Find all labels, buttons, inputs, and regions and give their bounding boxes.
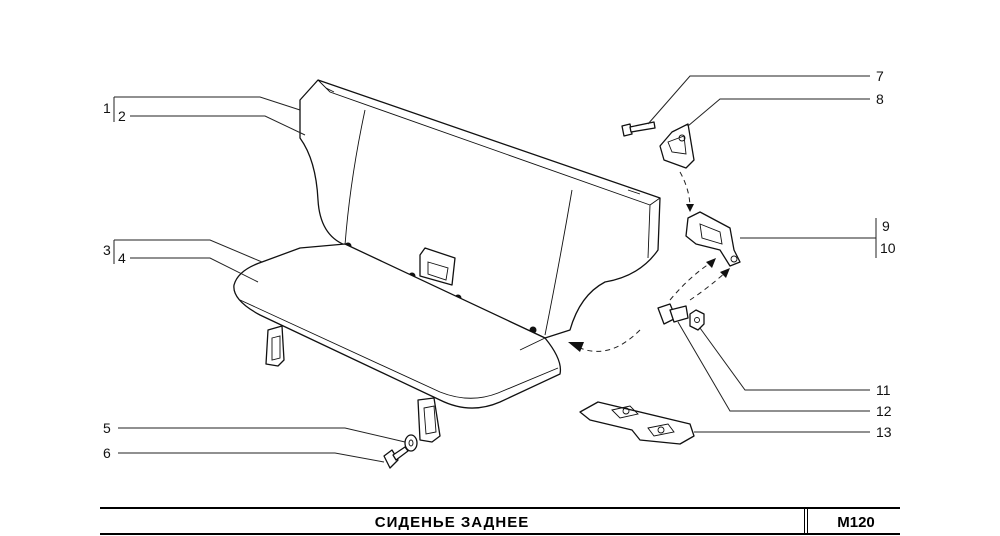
callout-13: 13 — [876, 424, 892, 440]
callout-labels: 1 2 3 4 5 6 7 8 9 10 11 12 13 — [103, 68, 896, 461]
callout-5: 5 — [103, 420, 111, 436]
hinge-bolt — [657, 303, 689, 325]
callout-7: 7 — [876, 68, 884, 84]
callout-6: 6 — [103, 445, 111, 461]
callout-11: 11 — [876, 382, 891, 398]
bottom-rule — [100, 533, 900, 535]
callout-4: 4 — [118, 250, 126, 266]
callout-9: 9 — [882, 218, 890, 234]
drawing-title: СИДЕНЬЕ ЗАДНЕЕ — [100, 509, 808, 535]
mounting-plate — [579, 401, 695, 445]
callout-1: 1 — [103, 100, 111, 116]
assembly-arrows — [568, 171, 730, 352]
callout-3: 3 — [103, 242, 111, 258]
seat-cushion — [233, 243, 562, 443]
latch-bracket — [659, 123, 695, 169]
leader-lines — [113, 75, 877, 463]
washer — [404, 434, 418, 452]
screw — [621, 121, 656, 137]
title-block: СИДЕНЬЕ ЗАДНЕЕ M120 — [100, 507, 900, 535]
callout-8: 8 — [876, 91, 884, 107]
nut — [689, 309, 705, 331]
hinge-bracket — [685, 211, 741, 267]
bolt — [383, 446, 409, 469]
callout-2: 2 — [118, 108, 126, 124]
callout-12: 12 — [876, 403, 892, 419]
drawing-code: M120 — [837, 514, 875, 531]
callout-10: 10 — [880, 240, 896, 256]
